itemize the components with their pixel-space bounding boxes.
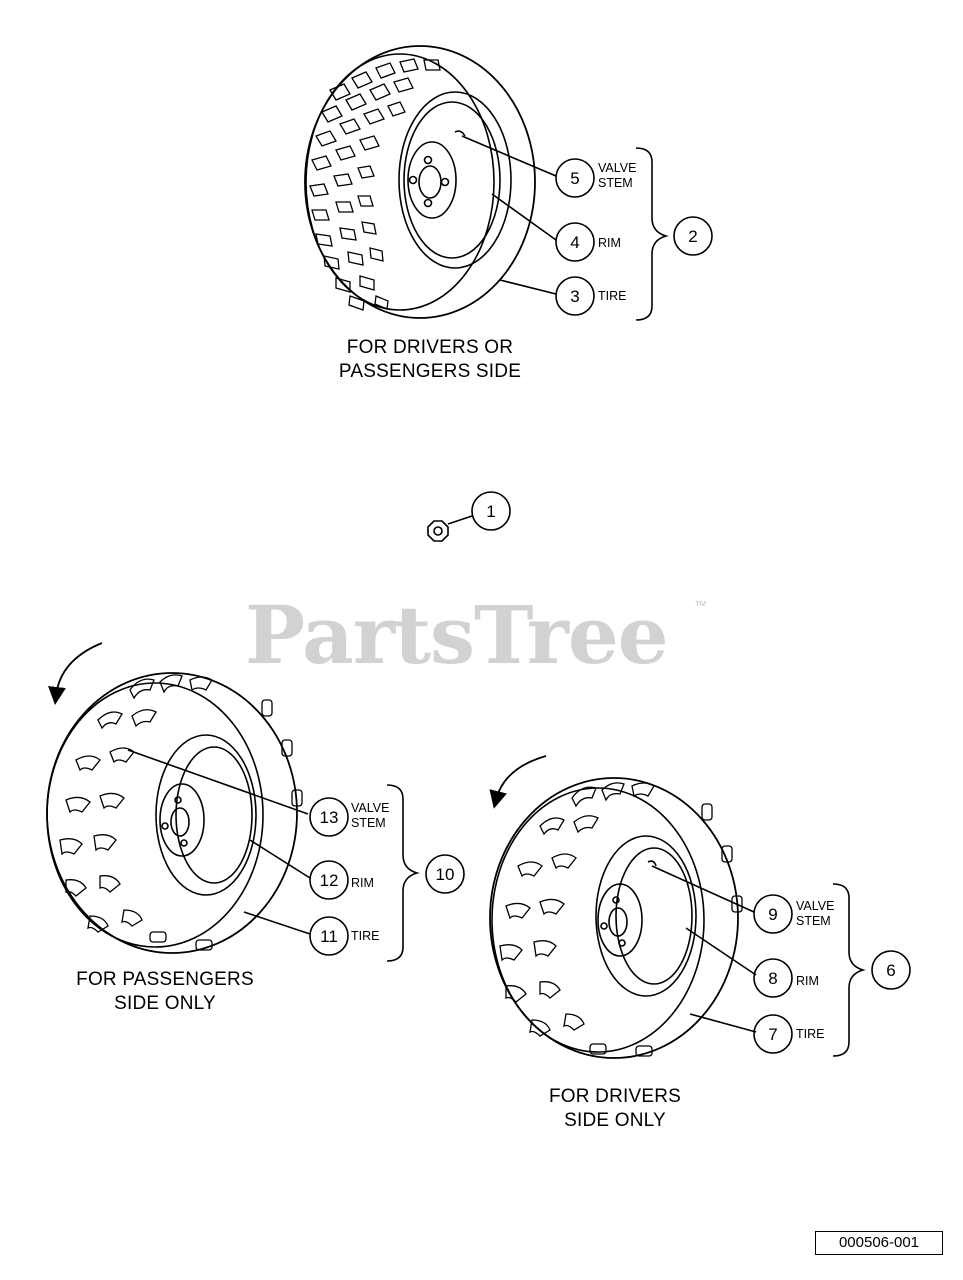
partstree-watermark: PartsTree <box>245 588 669 682</box>
part-label-valve-stem: VALVE STEM <box>796 899 835 928</box>
front-wheel-drawing <box>304 45 557 319</box>
part-label-valve-stem: VALVE STEM <box>598 161 637 190</box>
caption-passenger-wheel: FOR PASSENGERS SIDE ONLY <box>76 969 254 1014</box>
lug-nut-drawing <box>427 515 473 542</box>
group-number: 10 <box>436 865 455 884</box>
part-label-rim: RIM <box>598 236 621 250</box>
callout-number: 4 <box>570 233 579 252</box>
part-label-tire: TIRE <box>598 289 627 303</box>
part-label-tire: TIRE <box>351 929 380 943</box>
callout-number: 13 <box>320 808 339 827</box>
part-label-rim: RIM <box>351 876 374 890</box>
group-number: 6 <box>886 961 895 980</box>
lug-nut-number: 1 <box>486 502 495 521</box>
passenger-wheel-drawing <box>46 642 311 954</box>
caption-driver-wheel: FOR DRIVERS SIDE ONLY <box>548 1086 682 1131</box>
callout-number: 11 <box>320 927 338 946</box>
callout-number: 9 <box>768 905 777 924</box>
callout-number: 5 <box>570 169 579 188</box>
driver-wheel-drawing <box>489 755 757 1059</box>
callout-number: 7 <box>768 1025 777 1044</box>
trademark-symbol: ™ <box>694 598 707 613</box>
callout-number: 12 <box>320 871 339 890</box>
caption-front-wheel: FOR DRIVERS OR PASSENGERS SIDE <box>338 337 522 382</box>
group-number: 2 <box>688 227 697 246</box>
part-label-tire: TIRE <box>796 1027 825 1041</box>
part-label-rim: RIM <box>796 974 819 988</box>
part-label-valve-stem: VALVE STEM <box>351 801 390 830</box>
callout-number: 8 <box>768 969 777 988</box>
figure-number-box: 000506-001 <box>815 1231 943 1255</box>
callout-number: 3 <box>570 287 579 306</box>
